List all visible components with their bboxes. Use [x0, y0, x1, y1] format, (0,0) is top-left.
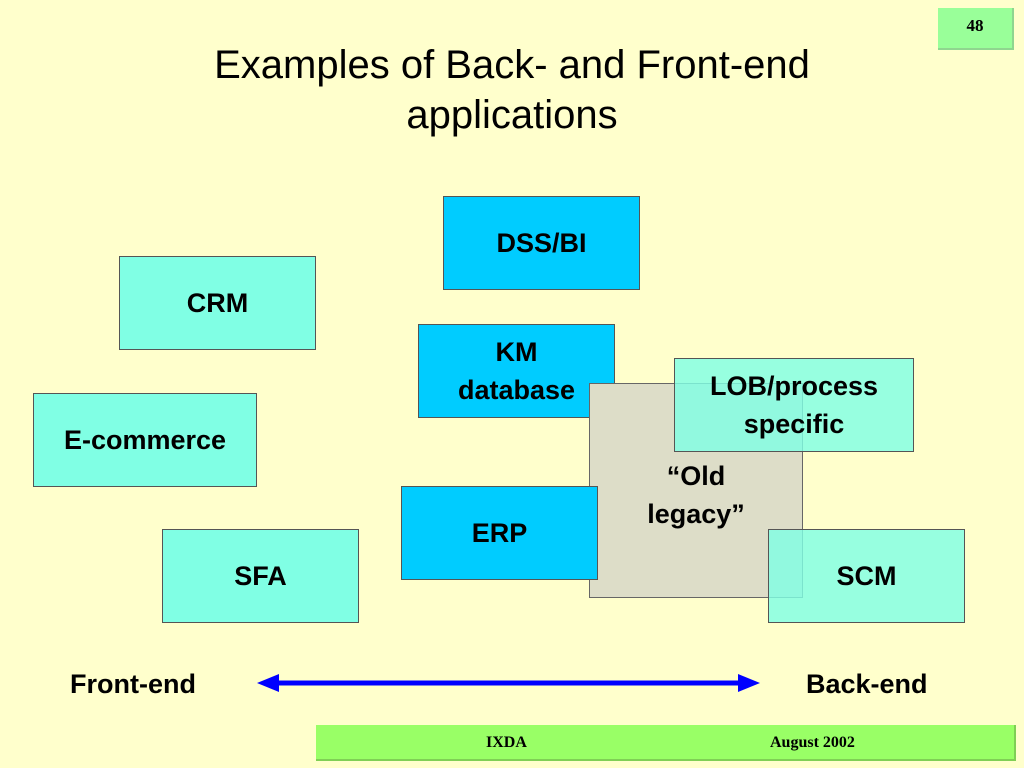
sfa-label: SFA [234, 561, 287, 591]
km-label-line-2: database [457, 375, 576, 405]
front-end-label: Front-end [70, 669, 196, 699]
scm-label: SCM [836, 561, 897, 591]
crm-label: CRM [186, 288, 249, 318]
slide-title: Examples of Back- and Front-end applicat… [100, 40, 924, 140]
legacy-label-line-1: “Old [666, 460, 726, 491]
title-line-1: Examples of Back- and Front-end [214, 43, 810, 87]
legacy-label-line-2: legacy” [647, 498, 745, 529]
lob-label-line-2: specific [743, 409, 845, 439]
km-database-box: KM database [418, 324, 615, 418]
page-number: 48 [938, 8, 1014, 50]
scm-box: SCM [768, 529, 965, 623]
crm-box: CRM [119, 256, 316, 350]
km-label-line-1: KM [495, 337, 538, 367]
footer-bar: IXDA August 2002 [316, 725, 1016, 761]
lob-label-line-1: LOB/process [709, 371, 879, 401]
sfa-box: SFA [162, 529, 359, 623]
title-line-2: applications [406, 93, 618, 137]
axis-arrowhead-left [257, 674, 279, 692]
lob-process-specific-box: LOB/process specific [674, 358, 914, 452]
dss-bi-label: DSS/BI [496, 228, 587, 258]
dss-bi-box: DSS/BI [443, 196, 640, 290]
e-commerce-box: E-commerce [33, 393, 257, 487]
erp-box: ERP [401, 486, 598, 580]
e-commerce-label: E-commerce [63, 425, 227, 455]
footer-organization: IXDA [486, 734, 527, 751]
axis-arrowhead-right [738, 674, 760, 692]
back-end-label: Back-end [806, 669, 928, 699]
erp-label: ERP [471, 518, 528, 548]
footer-date: August 2002 [770, 734, 855, 751]
